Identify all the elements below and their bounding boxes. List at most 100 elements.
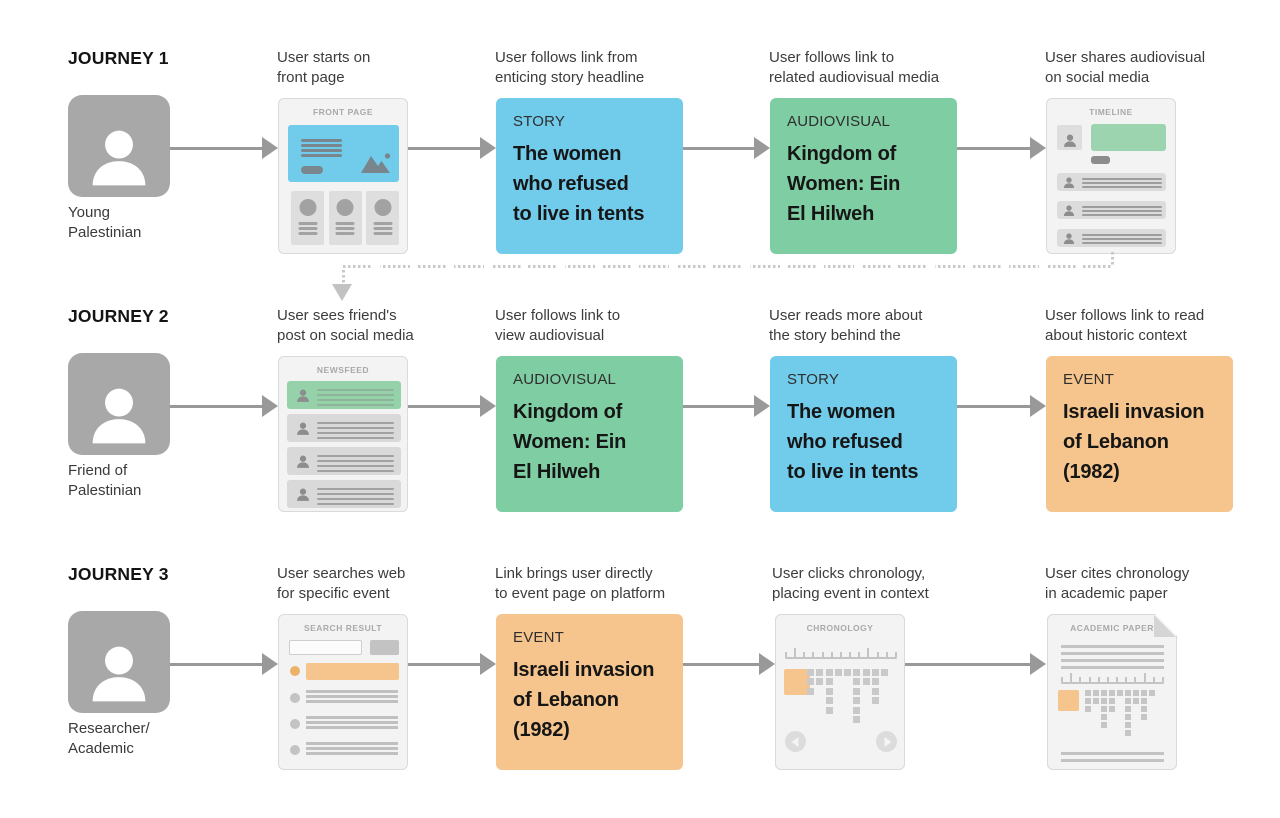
flow-arrow (170, 395, 278, 417)
person-icon (88, 644, 150, 702)
flow-arrow (957, 137, 1046, 159)
axis-tick (867, 648, 870, 657)
event-square (1141, 714, 1147, 720)
arrow-head-icon (1030, 137, 1046, 159)
event-square (853, 669, 861, 676)
event-square (1085, 706, 1091, 712)
flow-arrow (683, 395, 770, 417)
card-title-line: of Lebanon (1063, 431, 1169, 453)
step-caption: User starts on front page (277, 49, 371, 86)
flow-arrow (170, 653, 278, 675)
step-caption: User follows link to read about historic… (1045, 307, 1205, 344)
card-title-line: to live in tents (787, 461, 919, 483)
event-square (1125, 698, 1131, 704)
person-icon (296, 488, 310, 501)
event-column (825, 669, 833, 714)
axis-tick (858, 652, 861, 657)
event-column (816, 669, 824, 686)
event-square (881, 669, 889, 676)
event-square (825, 706, 833, 714)
story-card: STORY The women who refused to live in t… (496, 98, 683, 254)
event-square (872, 687, 880, 695)
card-title-line: Women: Ein (787, 173, 901, 195)
newsfeed-post (287, 414, 401, 442)
journey-3-title: JOURNEY 3 (68, 564, 169, 584)
event-square (1101, 714, 1107, 720)
mockup-header: ACADEMIC PAPER (1070, 623, 1154, 633)
event-square (807, 678, 814, 686)
academic-paper-mockup: ACADEMIC PAPER (1047, 614, 1177, 770)
timeline-post (1057, 201, 1166, 219)
card-title-line: (1982) (513, 719, 570, 741)
axis-tick (812, 652, 815, 657)
avatar (1057, 125, 1082, 150)
mockup-header: SEARCH RESULT (303, 623, 383, 633)
step-caption: User follows link from enticing story he… (495, 49, 645, 86)
card-tag: AUDIOVISUAL (513, 371, 617, 388)
event-square (1085, 698, 1091, 704)
timeline-post (1057, 229, 1166, 247)
card-tag: STORY (787, 371, 840, 388)
person-icon (1063, 134, 1077, 147)
event-square (872, 697, 880, 705)
arrow-head-icon (480, 395, 496, 417)
event-square (807, 687, 814, 695)
event-square (825, 669, 833, 676)
axis-tick (849, 652, 852, 657)
event-column (807, 669, 814, 695)
event-column (1109, 690, 1115, 712)
event-square (1109, 698, 1115, 704)
axis-tick (1134, 677, 1136, 682)
persona-name: Young Palestinian (68, 204, 142, 241)
card-title-line: El Hilweh (787, 203, 875, 225)
result-bullet (290, 693, 300, 703)
person-icon (1063, 177, 1075, 188)
timeline-post (1057, 173, 1166, 191)
event-column (844, 669, 852, 676)
event-column (1125, 690, 1131, 736)
event-square (1125, 722, 1131, 728)
event-card: EVENT Israeli invasion of Lebanon (1982) (496, 614, 683, 770)
arrow-head-icon (480, 137, 496, 159)
event-square (1109, 690, 1115, 696)
newsfeed-post (287, 447, 401, 475)
axis-tick (1070, 673, 1072, 682)
event-square (1093, 698, 1099, 704)
arrow-head-icon (262, 395, 278, 417)
person-icon (296, 422, 310, 435)
mockup-header: NEWSFEED (316, 365, 370, 375)
axis-tick (1079, 677, 1081, 682)
event-card: EVENT Israeli invasion of Lebanon (1982) (1046, 356, 1233, 512)
front-page-article (366, 191, 399, 245)
event-square (844, 669, 852, 676)
journey-2-title: JOURNEY 2 (68, 306, 169, 326)
flow-arrow (957, 395, 1046, 417)
card-tag: STORY (513, 113, 566, 130)
down-arrow-icon (332, 284, 352, 301)
highlighted-event-square (1058, 690, 1079, 711)
person-icon (296, 455, 310, 468)
arrow-head-icon (480, 653, 496, 675)
front-page-article (291, 191, 324, 245)
prev-button (785, 731, 806, 752)
arrow-head-icon (754, 395, 770, 417)
event-density-grid (807, 669, 891, 723)
card-tag: EVENT (1063, 371, 1115, 388)
result-bullet (290, 719, 300, 729)
axis-tick (794, 648, 797, 657)
event-square (853, 678, 861, 686)
event-square (834, 669, 842, 676)
event-column (881, 669, 889, 676)
axis-tick (1125, 677, 1127, 682)
card-title-line: El Hilweh (513, 461, 601, 483)
axis-tick (1144, 673, 1146, 682)
search-result-mockup: SEARCH RESULT (278, 614, 408, 770)
journey-2-row: JOURNEY 2 User sees friend's post on soc… (0, 298, 1280, 550)
card-title-line: of Lebanon (513, 689, 619, 711)
event-square (1101, 690, 1107, 696)
axis-tick (1098, 677, 1100, 682)
event-square (853, 706, 861, 714)
result-bullet (290, 666, 300, 676)
step-caption: User reads more about the story behind t… (769, 307, 923, 344)
